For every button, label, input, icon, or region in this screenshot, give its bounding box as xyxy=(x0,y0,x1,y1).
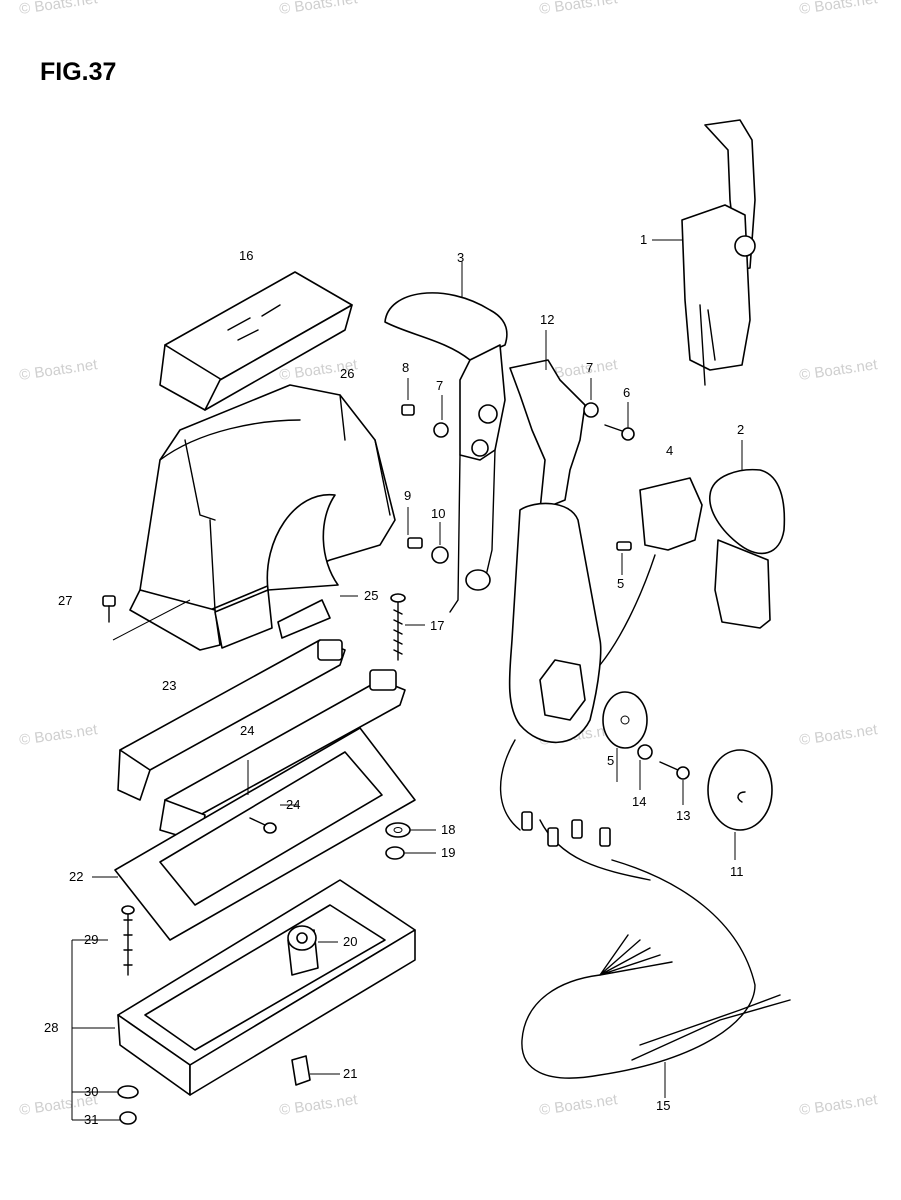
plate-26 xyxy=(277,599,331,639)
watermark-text: © Boats.net xyxy=(18,0,99,18)
part-label-11: 11 xyxy=(730,864,744,879)
knob-11 xyxy=(707,749,773,831)
part-label-15: 15 xyxy=(656,1098,670,1113)
bolt-30 xyxy=(121,905,135,976)
plunger-21 xyxy=(287,925,319,976)
part-label-23: 23 xyxy=(162,678,176,693)
screw-8 xyxy=(401,404,415,416)
watermark-text: © Boats.net xyxy=(798,0,879,18)
part-label-29: 29 xyxy=(84,932,98,947)
part-label-2: 2 xyxy=(737,422,744,437)
part-label-24: 24 xyxy=(240,723,254,738)
clip-22 xyxy=(291,1055,311,1086)
part-label-24: 24 xyxy=(286,797,300,812)
figure-title: FIG.37 xyxy=(40,58,117,86)
harness-16 xyxy=(499,739,791,1079)
watermark-text: © Boats.net xyxy=(18,356,99,384)
part-label-30: 30 xyxy=(84,1084,98,1099)
handle-grip-2 xyxy=(709,468,786,629)
base-frame-29 xyxy=(117,879,416,1096)
watermark-text: © Boats.net xyxy=(798,1091,879,1119)
screw-6 xyxy=(604,424,635,441)
part-label-7: 7 xyxy=(586,360,593,375)
washer-7a xyxy=(433,422,449,438)
nut-20 xyxy=(385,846,405,860)
part-label-31: 31 xyxy=(84,1112,98,1127)
group-29-bracket xyxy=(71,939,120,1121)
washer-10 xyxy=(431,546,449,564)
part-label-17: 17 xyxy=(430,618,444,633)
part-label-27: 27 xyxy=(58,593,72,608)
plate-15 xyxy=(602,691,648,749)
washer-31 xyxy=(117,1085,139,1099)
washer-19 xyxy=(385,822,411,838)
part-label-12: 12 xyxy=(540,312,554,327)
lever-12 xyxy=(508,359,602,744)
screw-28 xyxy=(102,595,191,641)
part-label-25: 25 xyxy=(364,588,378,603)
part-label-28: 28 xyxy=(44,1020,58,1035)
part-labels: 1234556778910111213141516171819202122232… xyxy=(44,232,744,1127)
screw-25 xyxy=(249,817,277,834)
washer-7b xyxy=(583,402,599,418)
part-label-10: 10 xyxy=(431,506,445,521)
part-label-8: 8 xyxy=(402,360,409,375)
part-label-1: 1 xyxy=(640,232,647,247)
handle-3 xyxy=(384,292,508,613)
screw-9 xyxy=(407,537,423,549)
screw-5a xyxy=(616,541,632,551)
part-label-13: 13 xyxy=(676,808,690,823)
part-label-14: 14 xyxy=(632,794,646,809)
watermark-text: © Boats.net xyxy=(278,1091,359,1119)
part-label-21: 21 xyxy=(343,1066,357,1081)
leader-lines xyxy=(92,239,743,1098)
part-label-5: 5 xyxy=(607,753,614,768)
control-box-body xyxy=(129,384,396,651)
part-label-4: 4 xyxy=(666,443,673,458)
screw-13 xyxy=(659,761,690,780)
watermark-text: © Boats.net xyxy=(278,0,359,18)
part-label-9: 9 xyxy=(404,488,411,503)
part-label-20: 20 xyxy=(343,934,357,949)
part-label-19: 19 xyxy=(441,845,455,860)
part-label-16: 16 xyxy=(239,248,253,263)
part-label-7: 7 xyxy=(436,378,443,393)
part-label-5: 5 xyxy=(617,576,624,591)
switch-4 xyxy=(599,477,703,666)
part-label-6: 6 xyxy=(623,385,630,400)
watermark-text: © Boats.net xyxy=(798,721,879,749)
part-label-18: 18 xyxy=(441,822,455,837)
part-label-26: 26 xyxy=(340,366,354,381)
part-label-3: 3 xyxy=(457,250,464,265)
part-label-22: 22 xyxy=(69,869,83,884)
bolt-18 xyxy=(390,593,406,661)
watermark-text: © Boats.net xyxy=(538,0,619,18)
watermark-text: © Boats.net xyxy=(798,356,879,384)
watermark-text: © Boats.net xyxy=(538,1091,619,1119)
watermark-text: © Boats.net xyxy=(18,721,99,749)
top-cover-part xyxy=(159,271,353,411)
washer-14 xyxy=(637,744,653,760)
nut-32 xyxy=(119,1111,137,1125)
remote-control-1 xyxy=(681,119,756,386)
